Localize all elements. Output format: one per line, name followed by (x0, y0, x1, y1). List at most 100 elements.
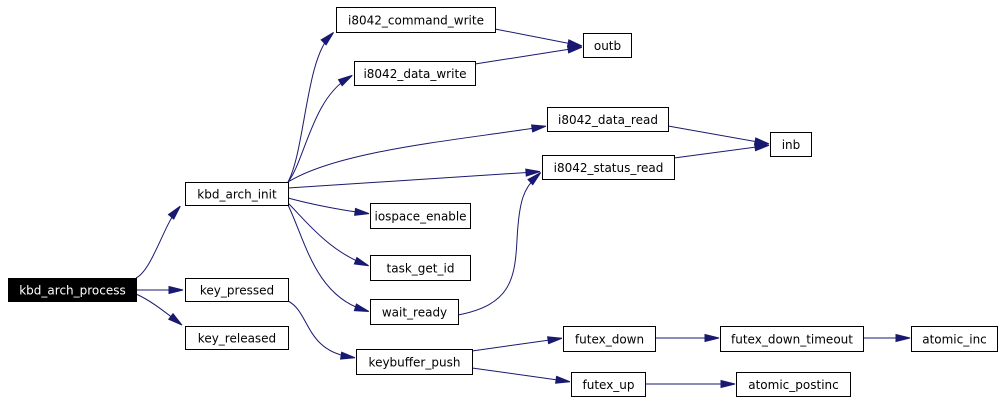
node-iospace_enable[interactable]: iospace_enable (370, 203, 471, 229)
node-box (770, 132, 812, 157)
edge-kbd_arch_init-to-i8042_command_write (287, 32, 334, 183)
arrowhead (339, 351, 356, 360)
arrowhead (167, 312, 183, 326)
node-box (720, 326, 864, 352)
node-box (547, 107, 669, 132)
node-label: iospace_enable (375, 210, 467, 224)
edge-kbd_arch_process-to-key_pressed (136, 285, 184, 295)
arrowhead (353, 256, 369, 267)
edge-line (457, 175, 538, 316)
edge-kbd_arch_process-to-kbd_arch_init (135, 205, 181, 279)
node-box (185, 182, 289, 206)
edge-line (287, 77, 349, 183)
node-futex_up[interactable]: futex_up (571, 372, 646, 397)
edge-line (474, 47, 578, 65)
node-i8042_data_write[interactable]: i8042_data_write (354, 61, 476, 86)
arrowhead (704, 333, 720, 343)
node-label: outb (594, 39, 621, 53)
edge-line (471, 338, 558, 352)
node-box (370, 299, 459, 325)
node-task_get_id[interactable]: task_get_id (370, 255, 471, 281)
node-label: i8042_status_read (554, 161, 664, 175)
node-box (583, 33, 632, 58)
edge-kbd_arch_init-to-iospace_enable (287, 197, 370, 216)
node-box (911, 326, 998, 352)
node-label: futex_down_timeout (731, 333, 853, 347)
arrowhead (353, 303, 370, 312)
edge-futex_down-to-futex_down_timeout (655, 333, 720, 343)
arrowhead (167, 205, 181, 220)
node-i8042_command_write[interactable]: i8042_command_write (336, 7, 496, 33)
node-label: kbd_arch_process (19, 284, 126, 298)
node-box (8, 278, 137, 302)
arrowhead (320, 32, 334, 46)
node-key_pressed[interactable]: key_pressed (185, 278, 289, 302)
node-outb[interactable]: outb (583, 33, 632, 58)
edge-i8042_command_write-to-outb (494, 28, 583, 48)
edge-line (471, 367, 566, 382)
edge-line (287, 197, 365, 214)
node-atomic_inc[interactable]: atomic_inc (911, 326, 998, 352)
node-atomic_postinc[interactable]: atomic_postinc (736, 372, 851, 397)
node-label: i8042_data_write (363, 67, 466, 81)
node-box (356, 349, 473, 375)
arrowhead (754, 143, 770, 152)
node-box (736, 372, 851, 397)
node-i8042_status_read[interactable]: i8042_status_read (542, 155, 675, 180)
edge-kbd_arch_init-to-task_get_id (287, 202, 369, 267)
node-box (354, 61, 476, 86)
edge-line (287, 35, 331, 183)
node-label: key_released (198, 332, 276, 346)
edge-line (667, 125, 765, 144)
edge-wait_ready-to-i8042_status_read (457, 172, 542, 316)
arrowhead (527, 172, 542, 186)
node-kbd_arch_init[interactable]: kbd_arch_init (185, 182, 289, 206)
arrowhead (530, 124, 547, 133)
edge-futex_down_timeout-to-atomic_inc (863, 333, 911, 343)
node-label: i8042_command_write (348, 14, 484, 28)
arrowhead (168, 285, 184, 295)
edge-kbd_arch_init-to-i8042_status_read (287, 168, 541, 189)
node-label: atomic_postinc (748, 378, 838, 392)
arrowhead (720, 379, 736, 389)
node-box (336, 7, 496, 33)
node-box (370, 203, 471, 229)
node-label: kbd_arch_init (197, 188, 277, 202)
node-label: keybuffer_push (369, 356, 461, 370)
edge-line (135, 209, 178, 279)
arrowhead (555, 375, 571, 384)
arrowhead (566, 45, 583, 54)
node-box (185, 326, 289, 350)
node-label: futex_down (575, 333, 644, 347)
node-box (185, 278, 289, 302)
node-key_released[interactable]: key_released (185, 326, 289, 350)
edge-kbd_arch_process-to-key_released (135, 293, 183, 326)
edge-line (494, 28, 578, 46)
edge-line (287, 126, 542, 183)
node-wait_ready[interactable]: wait_ready (370, 299, 459, 325)
arrowhead (354, 207, 370, 216)
node-label: i8042_data_read (558, 113, 658, 127)
node-label: key_pressed (200, 284, 274, 298)
edge-futex_up-to-atomic_postinc (645, 379, 736, 389)
edge-line (287, 171, 536, 189)
node-box (563, 326, 656, 352)
node-inb[interactable]: inb (770, 132, 812, 157)
node-label: inb (782, 138, 801, 152)
node-label: task_get_id (387, 262, 455, 276)
node-futex_down[interactable]: futex_down (563, 326, 656, 352)
node-box (542, 155, 675, 180)
edge-line (287, 202, 365, 265)
node-box (370, 255, 471, 281)
node-i8042_data_read[interactable]: i8042_data_read (547, 107, 669, 132)
arrowhead (337, 74, 353, 87)
edge-line (287, 300, 351, 358)
node-futex_down_timeout[interactable]: futex_down_timeout (720, 326, 864, 352)
node-keybuffer_push[interactable]: keybuffer_push (356, 349, 473, 375)
edge-keybuffer_push-to-futex_down (471, 336, 563, 352)
node-kbd_arch_process[interactable]: kbd_arch_process (8, 278, 137, 302)
edge-line (673, 145, 765, 159)
edge-kbd_arch_init-to-i8042_data_write (287, 74, 353, 183)
node-label: futex_up (582, 378, 634, 392)
